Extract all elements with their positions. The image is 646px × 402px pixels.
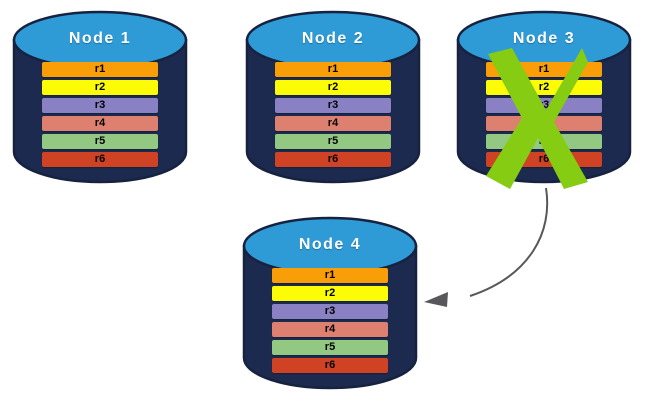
record-label: r5 (327, 135, 339, 147)
record-r5[interactable]: r5 (272, 340, 388, 355)
record-label: r2 (94, 81, 106, 93)
record-r2[interactable]: r2 (272, 286, 388, 301)
record-r4[interactable]: r4 (42, 116, 158, 131)
record-r4[interactable]: r4 (272, 322, 388, 337)
record-r1[interactable]: r1 (275, 62, 391, 77)
record-r1[interactable]: r1 (272, 268, 388, 283)
record-r3[interactable]: r3 (272, 304, 388, 319)
record-label: r6 (94, 153, 106, 165)
record-label: r6 (324, 359, 336, 371)
record-label: r3 (324, 305, 336, 317)
record-r3[interactable]: r3 (42, 98, 158, 113)
record-r2[interactable]: r2 (42, 80, 158, 95)
record-label: r6 (327, 153, 339, 165)
record-list-1: r1 r2 r3 r4 r5 r6 (12, 62, 188, 167)
record-label: r3 (94, 99, 106, 111)
record-label: r4 (324, 323, 336, 335)
node-cylinder-4[interactable]: Node 4 r1 r2 r3 r4 r5 r6 (242, 214, 418, 390)
record-label: r1 (94, 63, 106, 75)
record-label: r1 (324, 269, 336, 281)
record-label: r5 (324, 341, 336, 353)
arrow-head-icon (424, 292, 448, 307)
record-r6[interactable]: r6 (272, 358, 388, 373)
record-label: r2 (327, 81, 339, 93)
record-label: r4 (327, 117, 339, 129)
record-label: r4 (94, 117, 106, 129)
record-r1[interactable]: r1 (42, 62, 158, 77)
record-r4[interactable]: r4 (275, 116, 391, 131)
record-r6[interactable]: r6 (42, 152, 158, 167)
record-list-4: r1 r2 r3 r4 r5 r6 (242, 268, 418, 373)
node-cylinder-1[interactable]: Node 1 r1 r2 r3 r4 r5 r6 (12, 8, 188, 184)
record-label: r3 (327, 99, 339, 111)
record-label: r5 (94, 135, 106, 147)
record-list-2: r1 r2 r3 r4 r5 r6 (245, 62, 421, 167)
record-label: r2 (324, 287, 336, 299)
record-r3[interactable]: r3 (275, 98, 391, 113)
record-r5[interactable]: r5 (275, 134, 391, 149)
record-r6[interactable]: r6 (275, 152, 391, 167)
node-cylinder-2[interactable]: Node 2 r1 r2 r3 r4 r5 r6 (245, 8, 421, 184)
record-r2[interactable]: r2 (275, 80, 391, 95)
record-r5[interactable]: r5 (42, 134, 158, 149)
record-label: r1 (327, 63, 339, 75)
